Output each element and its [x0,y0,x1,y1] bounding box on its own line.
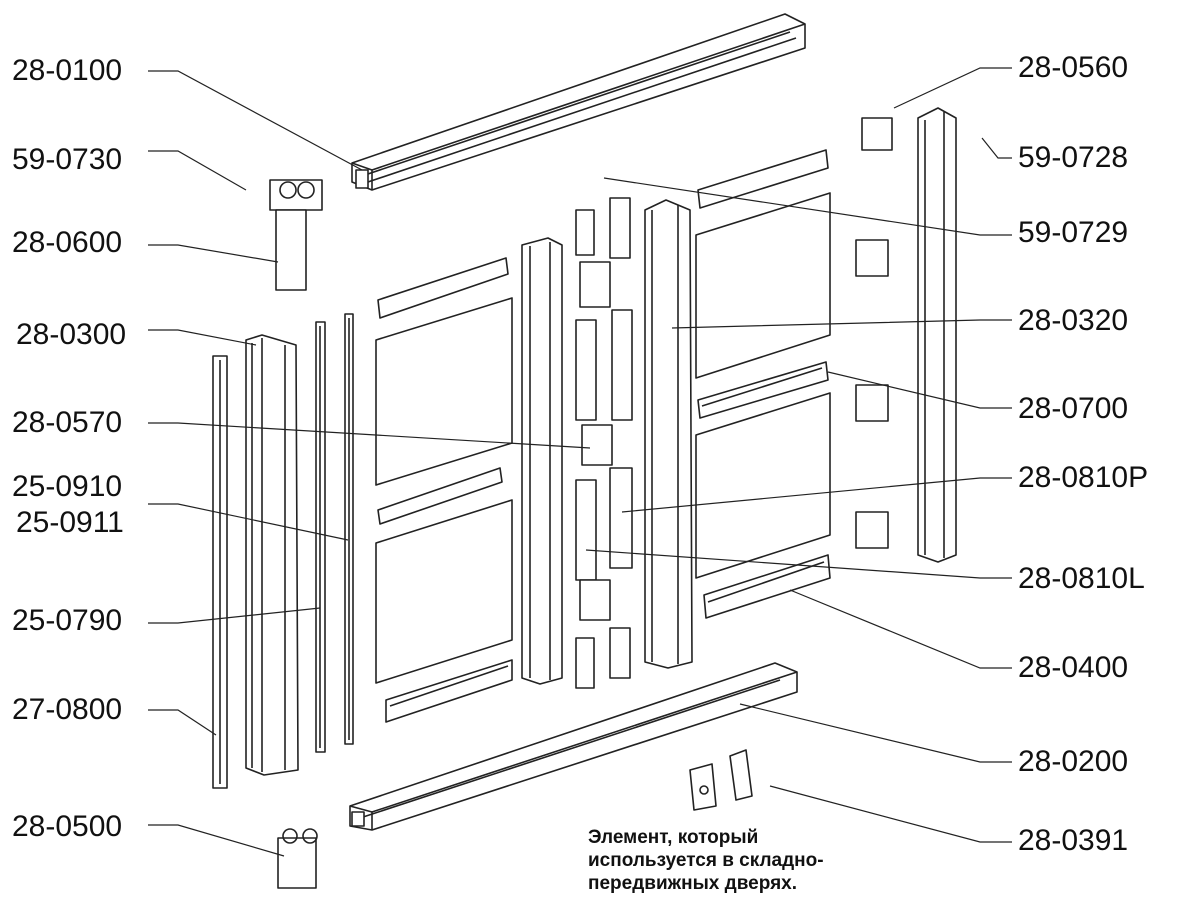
center-profile [521,237,563,685]
leader-59-0730 [148,150,247,191]
leader-28-0300 [148,329,257,346]
caption-line-2: используется в складно- [588,850,824,871]
label-25-0911: 25-0911 [16,506,124,539]
label-59-0728: 59-0728 [1018,141,1129,174]
right-leaf [695,149,831,619]
label-59-0729: 59-0729 [1018,216,1129,249]
leader-59-0729 [603,177,1012,236]
label-28-0810P: 28-0810P [1018,461,1149,494]
leader-28-0810P [621,477,1012,513]
label-28-0500: 28-0500 [12,810,123,843]
seal-profile-25-0790 [315,321,326,753]
leader-28-0600 [148,244,279,263]
leader-28-0570 [148,422,591,449]
label-25-0910: 25-0910 [12,470,123,503]
seal-profile-25-0910 [344,313,354,745]
label-28-0391: 28-0391 [1018,824,1129,857]
element-caption: Элемент, который используется в складно-… [588,826,918,895]
leader-28-0700 [827,371,1012,409]
label-28-0100: 28-0100 [12,54,123,87]
left-profile-27-0800 [212,355,228,789]
leader-28-0810L [585,549,1012,579]
leader-25-0910 [148,503,349,541]
label-28-0570: 28-0570 [12,406,123,439]
leader-28-0391 [769,785,1012,843]
left-profile-28-0300 [245,334,299,776]
label-28-0700: 28-0700 [1018,392,1129,425]
profile-28-0320 [644,199,693,669]
label-28-0400: 28-0400 [1018,651,1129,684]
label-28-0200: 28-0200 [1018,745,1129,778]
bottom-rail [349,662,798,831]
caption-line-1: Элемент, который [588,827,759,848]
leader-28-0100 [148,70,363,171]
leader-28-0560 [893,67,1012,109]
leader-28-0400 [789,589,1012,669]
leader-28-0320 [671,319,1012,329]
bottom-left-roller [277,828,318,889]
label-59-0730: 59-0730 [12,143,123,176]
leader-25-0790 [148,607,321,624]
top-rail [351,13,806,191]
label-28-0810L: 28-0810L [1018,562,1145,595]
label-28-0560: 28-0560 [1018,51,1129,84]
element-28-0391 [689,749,753,811]
middle-fittings [575,197,633,689]
label-25-0790: 25-0790 [12,604,123,637]
caption-line-3: передвижных дверях. [588,873,797,894]
label-28-0300: 28-0300 [16,318,127,351]
label-27-0800: 27-0800 [12,693,123,726]
left-leaf [375,257,513,723]
leader-59-0728 [981,137,1012,159]
leader-27-0800 [148,709,217,736]
right-hinges [855,117,893,549]
leader-28-0200 [739,703,1012,763]
label-28-0600: 28-0600 [12,226,123,259]
leader-28-0500 [148,824,285,857]
right-profile [917,107,957,563]
top-left-roller [269,179,323,291]
label-28-0320: 28-0320 [1018,304,1129,337]
